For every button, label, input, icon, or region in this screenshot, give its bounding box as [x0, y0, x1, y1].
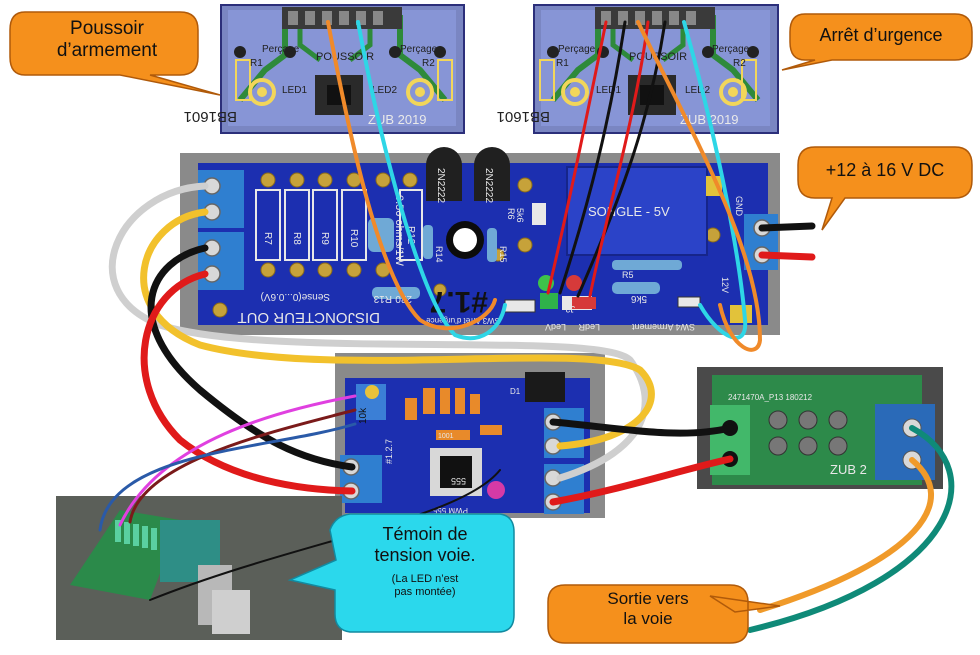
relay-board-label-ref: 2471470A_P13 180212: [728, 393, 813, 402]
callout-arret-bubble: [781, 13, 973, 71]
main-label-pwr: 12V: [720, 277, 730, 293]
board-right-label-led1: LED1: [596, 85, 621, 96]
main-label-sw3: SW3 Arrêt d’urgence: [426, 316, 500, 325]
main-label-r9: R9: [319, 232, 330, 245]
callout-sortie-text: Sortie vers la voie: [607, 589, 689, 628]
callout-temoin-note: (La LED n’est pas montée): [391, 573, 459, 598]
pwm-label-10k: 10k: [358, 407, 369, 424]
main-label-r6: R6: [506, 208, 516, 220]
main-label-r8: R8: [291, 232, 302, 245]
relay-output-board: 2471470A_P13 180212 ZUB 2: [697, 367, 943, 489]
main-label-gnd: GND: [734, 196, 744, 217]
board-right-label-led2: LED2: [685, 85, 710, 96]
board-left-label-r2: R2: [422, 58, 435, 69]
potentiometer-photo: [56, 496, 342, 640]
callout-alim-text: +12 à 16 V DC: [825, 160, 945, 180]
board-left-label-percage-right: Perçage: [400, 44, 438, 55]
board-right-label-percage-right: Perçage: [712, 44, 750, 55]
callout-temoin-text: Témoin de tension voie.: [374, 524, 476, 565]
board-right-label-r2: R2: [733, 58, 746, 69]
board-left-label-led2: LED2: [372, 85, 397, 96]
callout-arret-text: Arrêt d’urgence: [819, 25, 943, 45]
main-label-transistor-1: 2N2222: [435, 168, 446, 203]
main-label-sense: Sense(0...0.6V): [261, 291, 330, 302]
board-left-label-poussoir: POUSSOIR: [316, 51, 374, 63]
main-label-r14: R14: [434, 246, 444, 263]
wires: [98, 20, 955, 633]
callout-poussoir-bubble: [9, 11, 221, 96]
pwm-label-pwm: PWM 555: [432, 506, 468, 515]
board-left-label-ref: BB1601: [184, 108, 237, 125]
pwm-label-d1: D1: [510, 387, 521, 396]
pwm-label-rev: #1.2.7: [384, 439, 394, 464]
board-left-label-zub: ZUB 2019: [368, 112, 427, 127]
board-right-label-percage-left: Perçage: [558, 44, 596, 55]
main-label-r5: R5: [622, 270, 634, 280]
main-label-r5-value: 5k6: [630, 293, 647, 304]
main-label-disjoncteur: DISJONCTEUR OUT: [238, 309, 381, 326]
pwm-label-c1: 1001: [438, 433, 454, 440]
pwm-board: 10k #1.2.7 PWM 555 555 D1 1001: [335, 353, 605, 518]
board-right-label-r1: R1: [556, 58, 569, 69]
main-label-r13: R13: [373, 293, 392, 304]
callout-temoin-bubble: [287, 513, 515, 633]
main-label-r10: R10: [348, 229, 359, 248]
callout-sortie-bubble: [547, 584, 781, 644]
relay-board-label-zub: ZUB 2: [830, 462, 867, 477]
main-label-ledr: LedR: [578, 322, 600, 332]
board-left-label-percage-left: Perçage: [262, 44, 300, 55]
main-label-sw4: SW4 Armement: [631, 322, 695, 332]
main-label-ledv: LedV: [545, 322, 566, 332]
pwm-label-ic: 555: [451, 476, 466, 486]
main-label-r7: R7: [262, 232, 273, 245]
disjoncteur-board: DISJONCTEUR OUT #1.7 SONGLE - 5V 2N2222 …: [180, 147, 780, 335]
board-left-label-r1: R1: [250, 58, 263, 69]
callout-shapes: [9, 11, 973, 644]
main-label-transistor-2: 2N2222: [483, 168, 494, 203]
board-left-label-led1: LED1: [282, 85, 307, 96]
main-label-j3: J3: [565, 304, 575, 314]
board-right-label-ref: BB1601: [497, 108, 550, 125]
callout-poussoir-text: Poussoir d’armement: [56, 18, 158, 61]
pushbutton-board-left: Perçage POUSSOIR Perçage R1 R2 LED1 LED2…: [184, 4, 465, 134]
main-label-r6-value: 5k6: [515, 208, 525, 223]
callout-alim-bubble: [797, 146, 973, 231]
main-label-r15: R15: [498, 246, 508, 263]
main-label-relay: SONGLE - 5V: [588, 204, 670, 219]
